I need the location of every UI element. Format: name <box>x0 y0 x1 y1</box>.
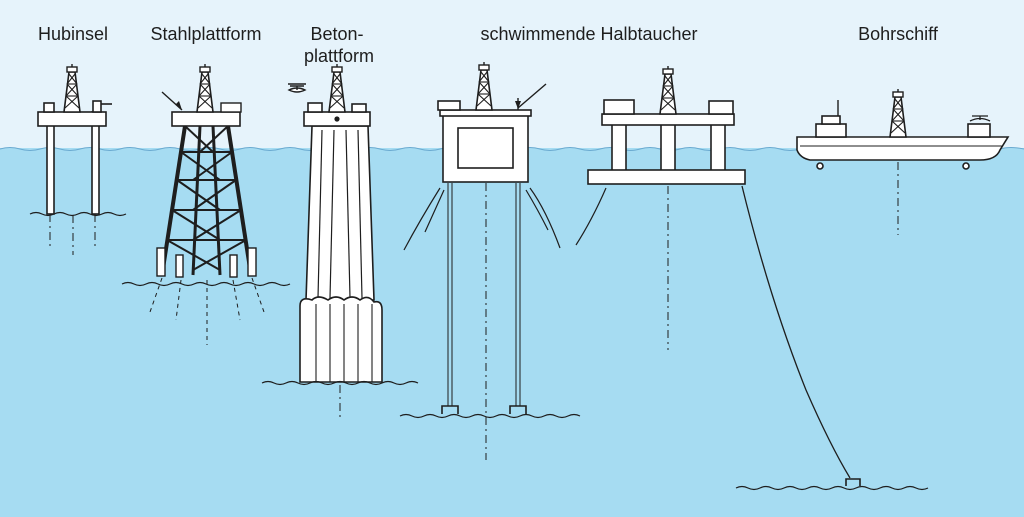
label-hubinsel: Hubinsel <box>38 24 108 44</box>
betonplattform-gravity-base <box>261 83 419 418</box>
label-betonplattform-line2: plattform <box>304 46 374 66</box>
halbtaucher-1-derrick-icon <box>475 61 493 111</box>
betonplattform-derrick-icon <box>328 63 346 113</box>
hubinsel-derrick-icon <box>63 63 81 113</box>
halbtaucher-2-derrick-icon <box>659 65 677 115</box>
label-betonplattform-line1: Beton- <box>310 24 363 44</box>
bohrschiff-drillship <box>796 100 1010 235</box>
bohrschiff-derrick-icon <box>889 88 907 138</box>
label-halbtaucher: schwimmende Halbtaucher <box>480 24 697 44</box>
label-bohrschiff: Bohrschiff <box>858 24 939 44</box>
halbtaucher-1 <box>399 83 581 460</box>
stahlplattform-jacket <box>121 91 291 345</box>
sea <box>0 148 1024 517</box>
label-stahlplattform: Stahlplattform <box>150 24 261 44</box>
stahlplattform-derrick-icon <box>196 63 214 113</box>
